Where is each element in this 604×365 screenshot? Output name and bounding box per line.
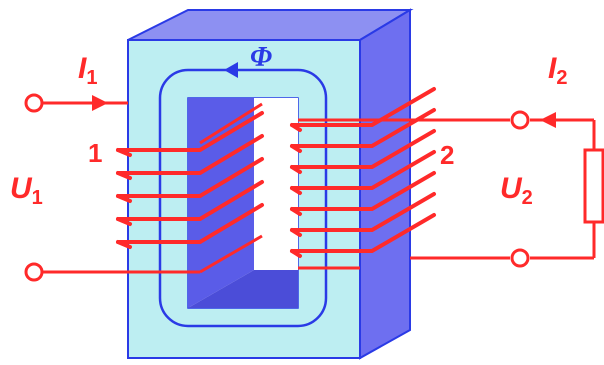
secondary-coil-turn [290, 87, 436, 127]
primary-coil-turn [116, 134, 264, 175]
core-side-face [359, 8, 411, 360]
primary-bottom-turn [199, 234, 263, 274]
secondary-circuit [298, 118, 596, 270]
resistor-icon [583, 148, 604, 224]
secondary-coil-end [290, 144, 302, 153]
primary-winding [116, 111, 264, 249]
secondary-coil-turn [290, 171, 436, 211]
core-window [187, 97, 299, 309]
primary-circuit [38, 101, 263, 274]
flux-arrow-icon [224, 62, 238, 78]
terminal-circle-icon[interactable] [24, 93, 44, 113]
current-secondary-label: I2 [548, 52, 567, 89]
secondary-coil-turn [290, 150, 436, 190]
primary-coil-end [116, 194, 132, 203]
voltage-secondary-label: U2 [500, 172, 533, 209]
primary-coil-end [116, 148, 132, 157]
secondary-coil-end [290, 123, 302, 132]
secondary-winding-label: 2 [440, 140, 454, 170]
flux-label: Φ [250, 42, 272, 73]
primary-coil-end [116, 171, 132, 180]
secondary-coil-turn [290, 129, 436, 169]
secondary-coil-turn [290, 192, 436, 232]
arrow-right-icon [92, 95, 108, 111]
secondary-winding [290, 87, 436, 258]
secondary-coil-end [290, 228, 302, 237]
terminal-circle-icon[interactable] [24, 262, 44, 282]
voltage-primary-label: U1 [10, 172, 43, 209]
secondary-coil-end [290, 207, 302, 216]
primary-coil-turn [116, 157, 264, 198]
terminal-circle-icon[interactable] [510, 248, 530, 268]
secondary-coil-end [290, 186, 302, 195]
primary-coil-turn [116, 203, 264, 244]
primary-coil-turn [116, 111, 264, 152]
secondary-coil-turn [290, 213, 436, 253]
transformer-core [127, 8, 414, 360]
secondary-coil-end [290, 165, 302, 174]
arrow-left-icon [540, 112, 556, 128]
primary-coil-turn [116, 180, 264, 221]
current-primary-label: I1 [78, 52, 97, 89]
primary-top-turn [199, 102, 263, 145]
secondary-coil-end [290, 249, 302, 258]
secondary-coil-turn [290, 108, 436, 148]
primary-winding-label: 1 [88, 138, 102, 168]
terminal-circle-icon[interactable] [510, 110, 530, 130]
primary-coil-end [116, 240, 132, 249]
primary-coil-end [116, 217, 132, 226]
